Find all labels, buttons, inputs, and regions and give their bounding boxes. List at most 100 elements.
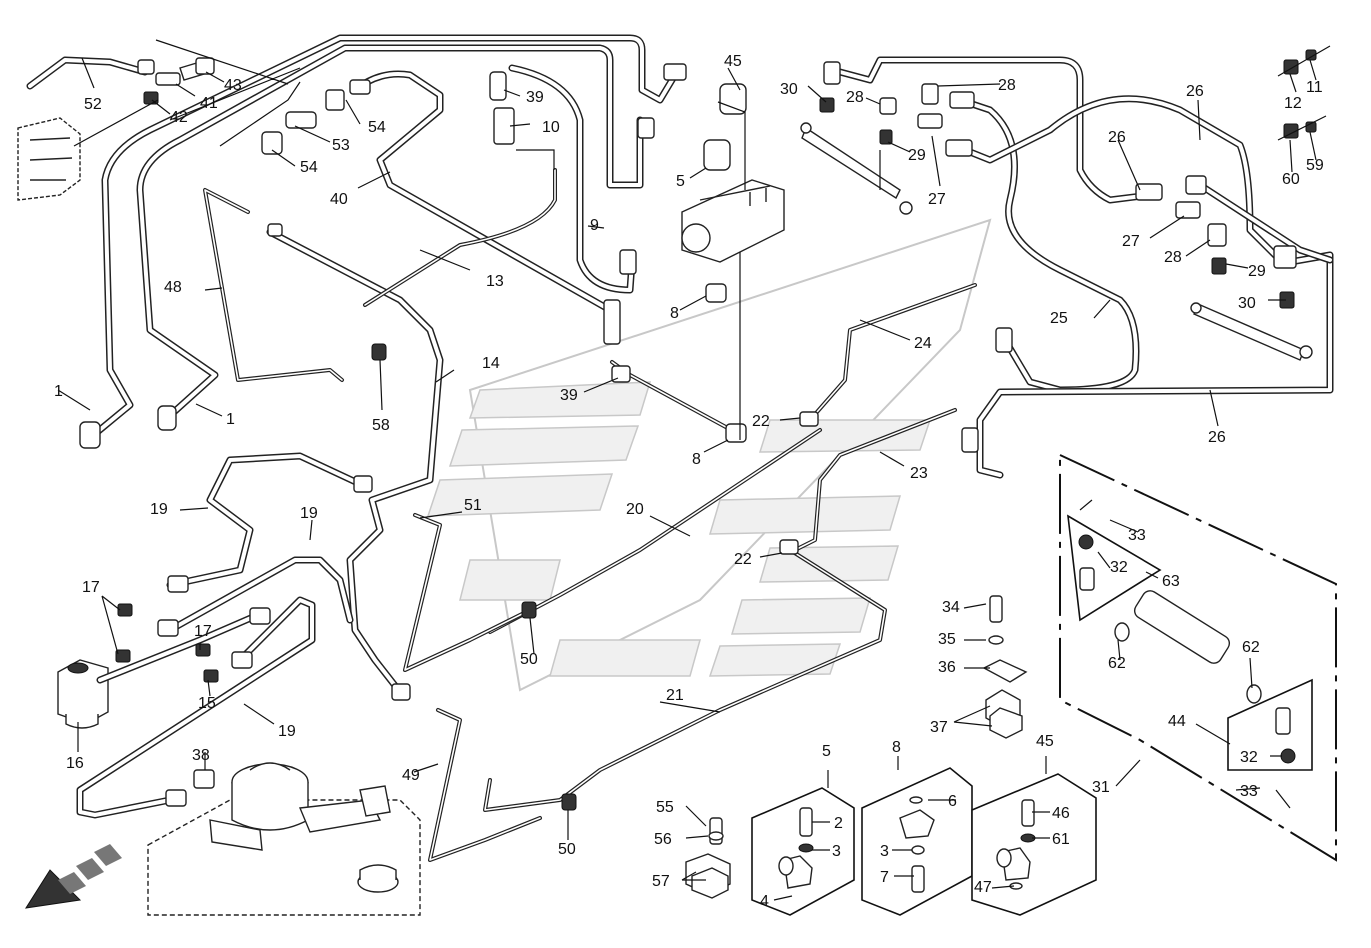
callout-17-right: 17 [194, 623, 212, 640]
callout-54-upper: 54 [368, 119, 386, 136]
callout-3-box8: 3 [880, 843, 889, 860]
callout-61: 61 [1052, 831, 1070, 848]
callout-22-lower: 22 [734, 551, 752, 568]
clamp-parts-34-37 [982, 595, 1028, 739]
detail-box-5 [751, 787, 855, 916]
callout-30-left: 30 [780, 81, 798, 98]
callout-19-upper: 19 [150, 501, 168, 518]
detail-box-8 [861, 767, 973, 916]
callout-63: 63 [1162, 573, 1180, 590]
callout-8-lower: 8 [692, 451, 701, 468]
callout-60: 60 [1282, 171, 1300, 188]
callout-17-left: 17 [82, 579, 100, 596]
callout-48: 48 [164, 279, 182, 296]
callout-51: 51 [464, 497, 482, 514]
callout-50-lower: 50 [558, 841, 576, 858]
callout-30-right: 30 [1238, 295, 1256, 312]
callout-32-lower: 32 [1240, 749, 1258, 766]
callout-5-upper: 5 [676, 173, 685, 190]
callout-27-left: 27 [928, 191, 946, 208]
callout-15: 15 [198, 695, 216, 712]
callout-6: 6 [948, 793, 957, 810]
direction-arrow-icon [24, 844, 122, 909]
callout-14: 14 [482, 355, 500, 372]
engine-block-sketch [17, 117, 81, 201]
callout-28-left: 28 [846, 89, 864, 106]
callout-1-left: 1 [54, 383, 63, 400]
callout-11: 11 [1306, 79, 1323, 96]
callout-58: 58 [372, 417, 390, 434]
callout-19-middle: 19 [300, 505, 318, 522]
callout-55: 55 [656, 799, 674, 816]
callout-28-right: 28 [1164, 249, 1182, 266]
callout-22-upper: 22 [752, 413, 770, 430]
callout-7: 7 [880, 869, 889, 886]
callout-1-right: 1 [226, 411, 235, 428]
callout-4: 4 [760, 893, 769, 910]
callout-39-lower: 39 [560, 387, 578, 404]
callout-labels: 5 2 4 1 43 42 53 54 54 40 39 10 45 5 9 8 1… [54, 53, 1324, 910]
distributor-block-16 [57, 659, 109, 729]
leader-lines [57, 39, 1317, 901]
callout-16: 16 [66, 755, 84, 772]
kit-frame-31 [1059, 453, 1337, 862]
callout-8-upper: 8 [670, 305, 679, 322]
callout-2: 2 [834, 815, 843, 832]
callout-47: 47 [974, 879, 992, 896]
callout-50-upper: 50 [520, 651, 538, 668]
callout-32-upper: 32 [1110, 559, 1128, 576]
callout-31: 31 [1092, 779, 1110, 796]
callout-45-upper: 45 [724, 53, 742, 70]
callout-37: 37 [930, 719, 948, 736]
callout-27-right: 27 [1122, 233, 1140, 250]
detail-box-45 [971, 773, 1097, 916]
valve-block [681, 179, 785, 263]
callout-40: 40 [330, 191, 348, 208]
pump-sketch [209, 762, 391, 851]
callout-21: 21 [666, 687, 684, 704]
clamp-parts-55-57 [685, 817, 731, 899]
callout-3-box5: 3 [832, 843, 841, 860]
callout-53: 53 [332, 137, 350, 154]
callout-54-lower: 54 [300, 159, 318, 176]
callout-36: 36 [938, 659, 956, 676]
callout-8-detail: 8 [892, 739, 901, 756]
callout-29-left: 29 [908, 147, 926, 164]
callout-57: 57 [652, 873, 670, 890]
steering-cylinder-right [1190, 302, 1313, 361]
callout-62-left: 62 [1108, 655, 1126, 672]
pipe-group-thick [76, 34, 1334, 819]
callout-13: 13 [486, 273, 504, 290]
callout-23: 23 [910, 465, 928, 482]
callout-43: 43 [224, 77, 242, 94]
callout-38: 38 [192, 747, 210, 764]
callout-28-middle: 28 [998, 77, 1016, 94]
callout-10: 10 [542, 119, 560, 136]
callout-56: 56 [654, 831, 672, 848]
callout-62-right: 62 [1242, 639, 1260, 656]
callout-26-bottom: 26 [1208, 429, 1226, 446]
callout-45-detail: 45 [1036, 733, 1054, 750]
callout-33-upper: 33 [1128, 527, 1146, 544]
callout-59: 59 [1306, 157, 1324, 174]
steering-cylinder-left [800, 122, 913, 215]
callout-35: 35 [938, 631, 956, 648]
callout-5-detail: 5 [822, 743, 831, 760]
callout-33-lower: 33 [1240, 783, 1258, 800]
callout-39-upper: 39 [526, 89, 544, 106]
callout-9: 9 [590, 217, 599, 234]
fittings [26, 45, 1331, 811]
callout-29-right: 29 [1248, 263, 1266, 280]
callout-19-lower: 19 [278, 723, 296, 740]
callout-49: 49 [402, 767, 420, 784]
callout-20: 20 [626, 501, 644, 518]
callout-25: 25 [1050, 310, 1068, 327]
callout-46: 46 [1052, 805, 1070, 822]
callout-24: 24 [914, 335, 932, 352]
callout-44: 44 [1168, 713, 1186, 730]
callout-26-middle: 26 [1108, 129, 1126, 146]
callout-26-top: 26 [1186, 83, 1204, 100]
callout-42: 42 [170, 109, 188, 126]
callout-34: 34 [942, 599, 960, 616]
